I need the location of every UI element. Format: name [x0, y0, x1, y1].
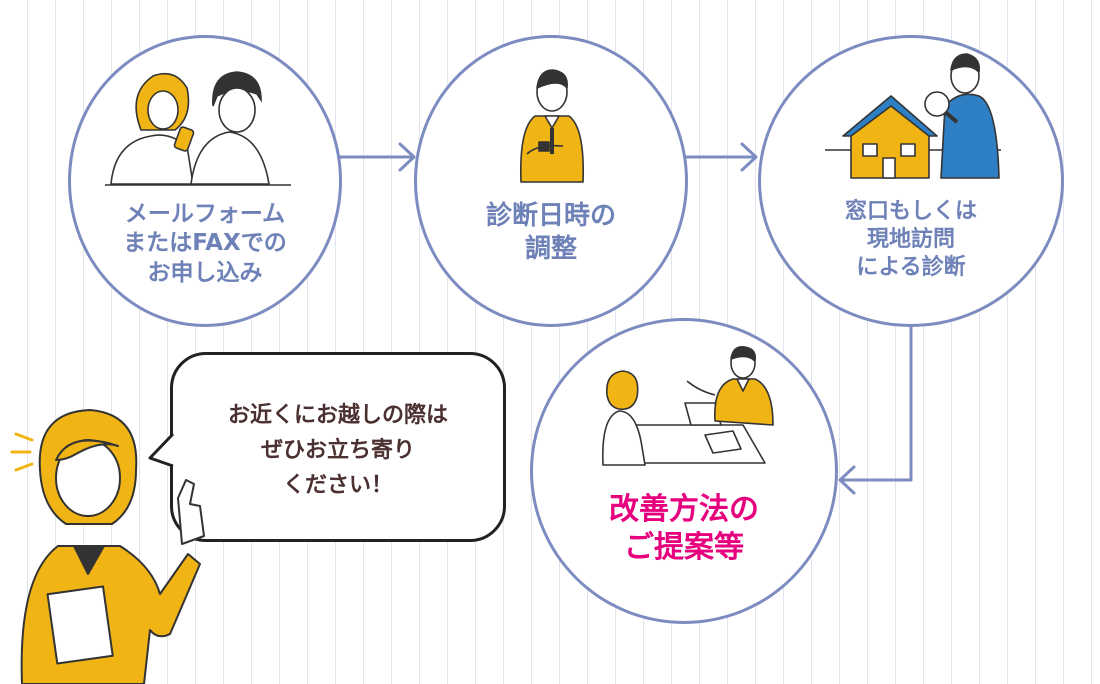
- step-4-label: 改善方法の ご提案等: [609, 492, 759, 566]
- inspector-magnifying-house-illustration: [825, 53, 1001, 179]
- arrow-2-to-3: [684, 142, 758, 172]
- couple-with-phone-illustration: [105, 71, 291, 186]
- man-checking-watch-illustration: [519, 69, 585, 183]
- guide-woman-pointing-illustration: [10, 409, 205, 684]
- step-1-circle: メールフォーム またはFAXでの お申し込み: [68, 35, 342, 327]
- step-2-circle: 診断日時の 調整: [414, 35, 688, 327]
- step-3-circle: 窓口もしくは 現地訪問 による診断: [758, 35, 1064, 327]
- speech-bubble: お近くにお越しの際は ぜひお立ち寄り ください！: [170, 352, 506, 542]
- arrow-1-to-2: [338, 142, 416, 172]
- step-4-circle: 改善方法の ご提案等: [530, 318, 838, 624]
- step-1-label: メールフォーム またはFAXでの お申し込み: [123, 201, 287, 286]
- step-3-label: 窓口もしくは 現地訪問 による診断: [844, 199, 977, 281]
- speech-bubble-tail: [148, 432, 175, 468]
- consultation-meeting-illustration: [602, 345, 774, 466]
- arrow-3-to-4: [838, 324, 913, 495]
- speech-bubble-text: お近くにお越しの際は ぜひお立ち寄り ください！: [227, 403, 448, 498]
- step-2-label: 診断日時の 調整: [485, 201, 616, 265]
